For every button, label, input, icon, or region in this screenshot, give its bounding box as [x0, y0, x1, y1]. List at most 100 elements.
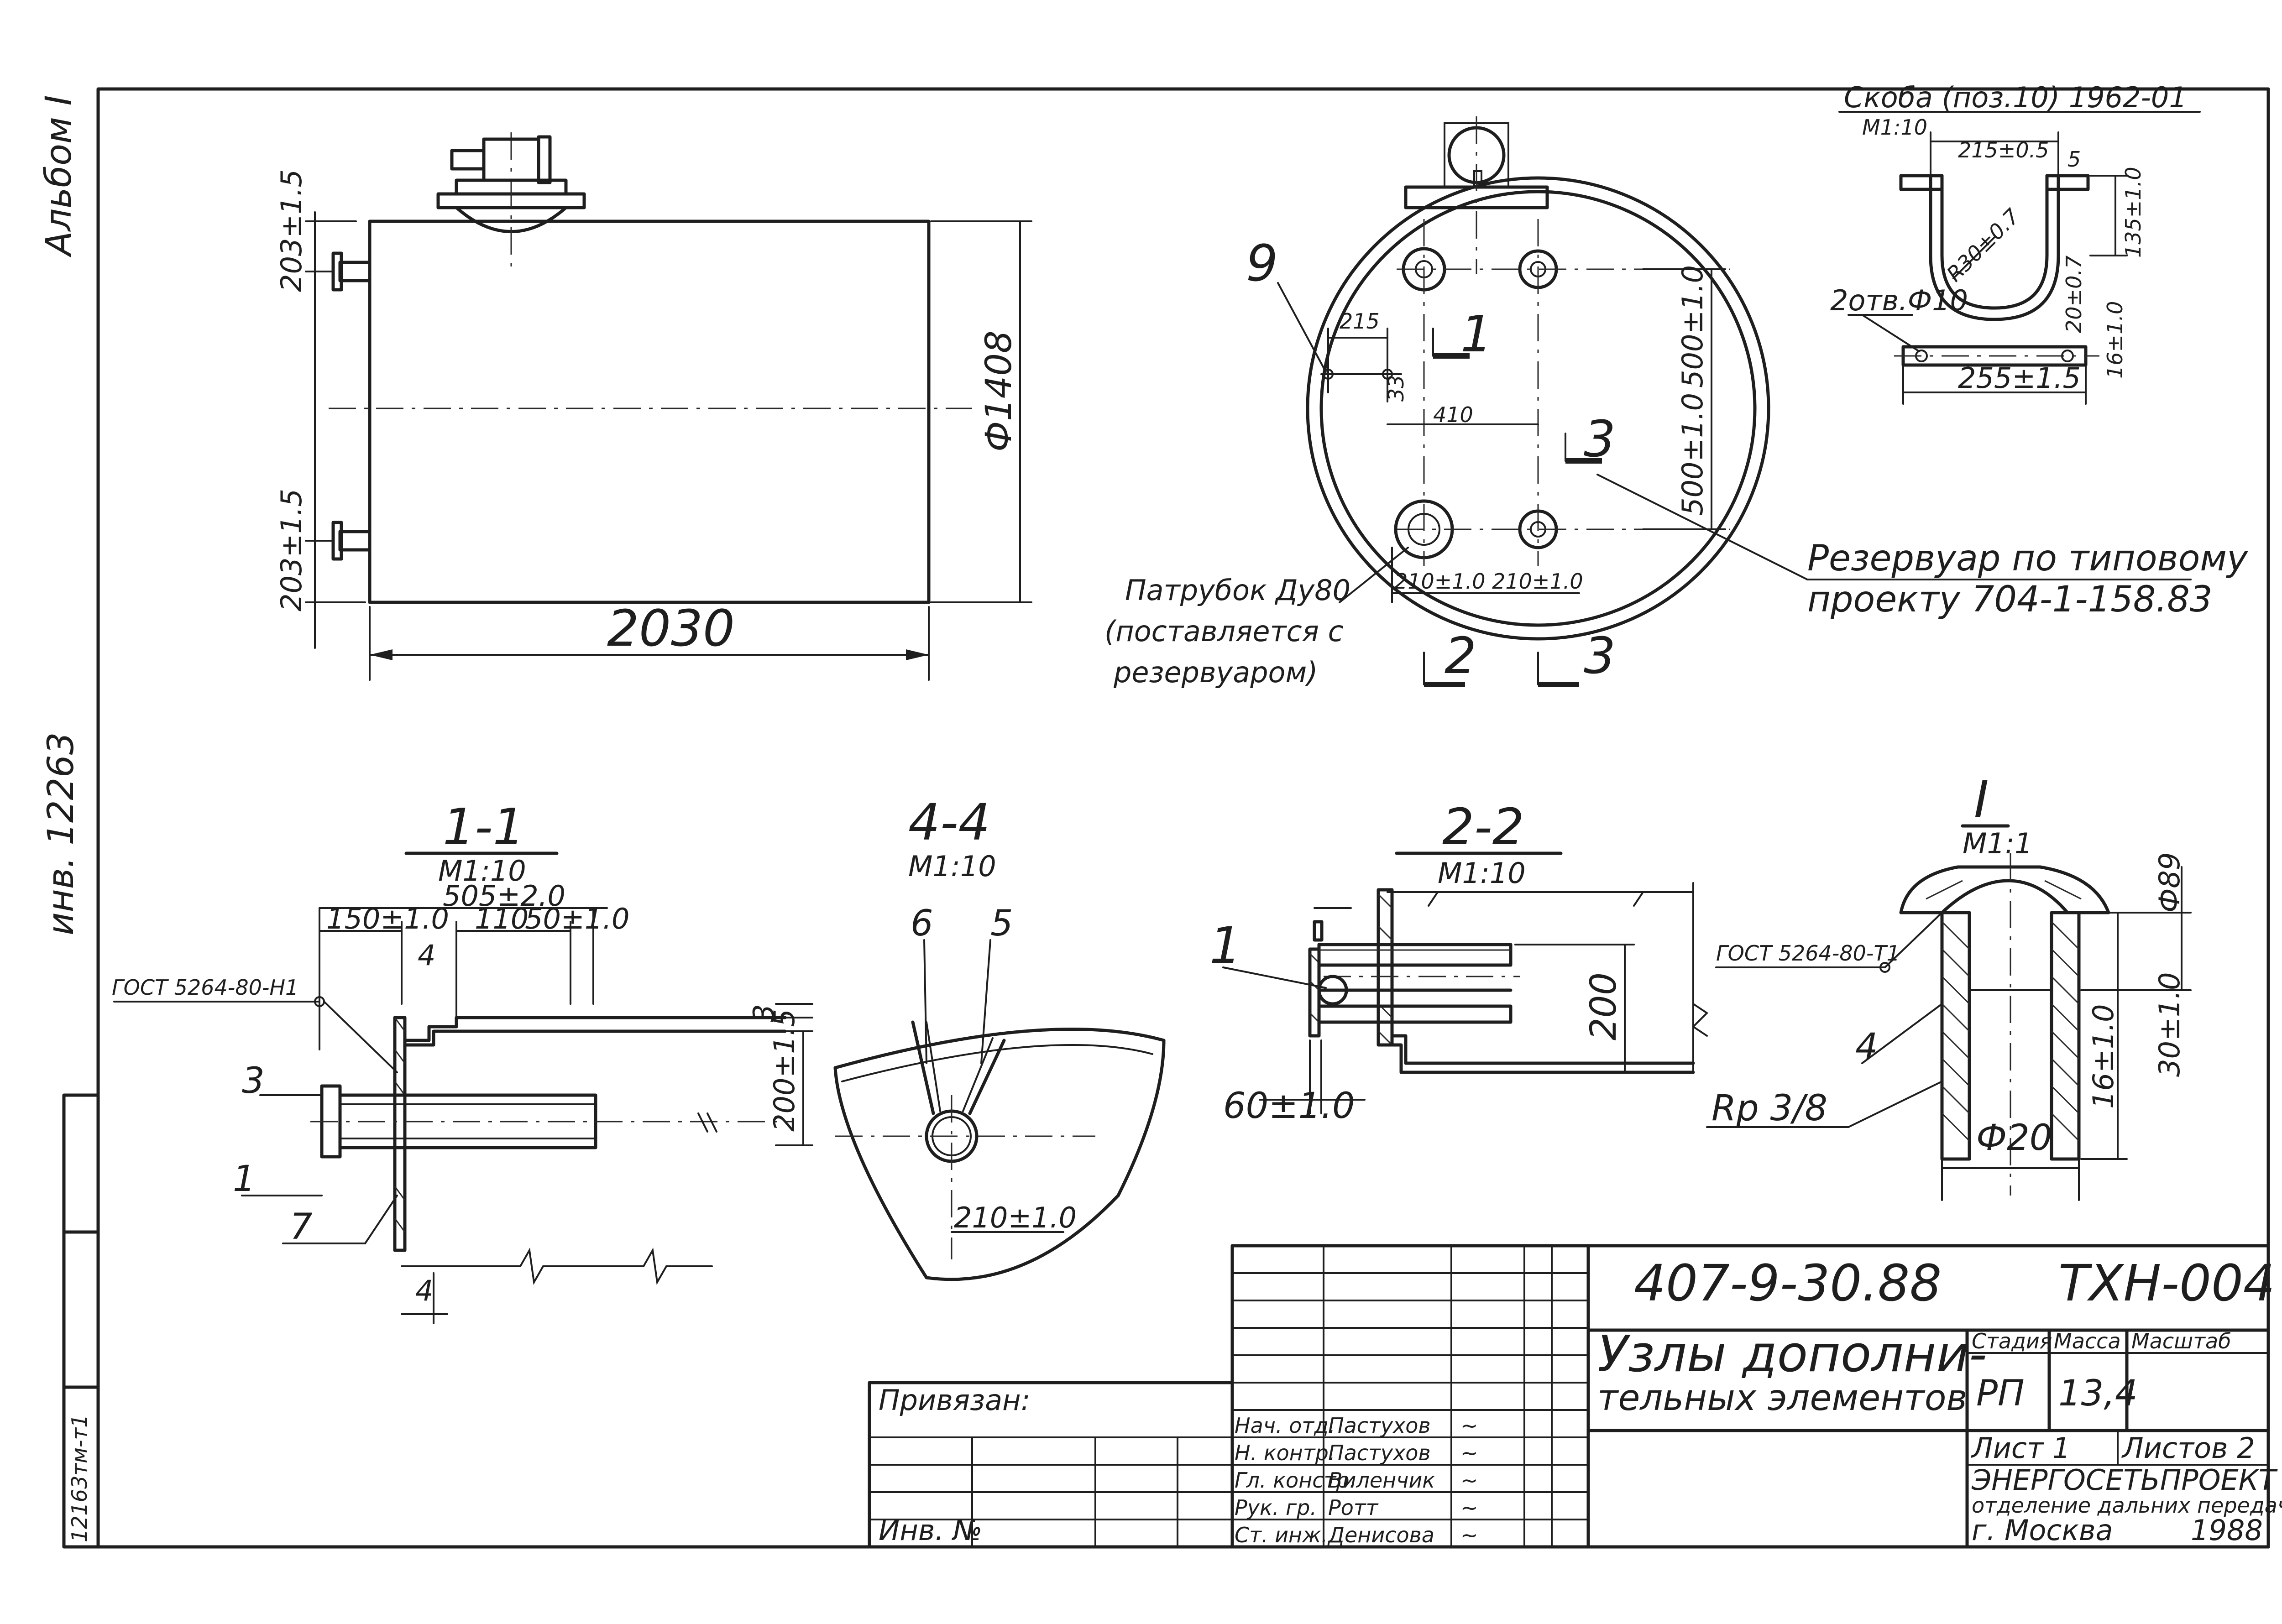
bracket-dim-5: 5 [2067, 147, 2081, 172]
nozzle-note-line2: (поставляется с [1104, 615, 1344, 648]
title-stage: РП [1976, 1373, 2025, 1414]
s44-callout-6: 6 [911, 903, 933, 944]
section-4-4-scale: М1:10 [908, 850, 996, 883]
end-dim-500-top: 500±1.0 [1676, 265, 1709, 388]
bracket-dim-135: 135±1.0 [2121, 167, 2146, 258]
tank-side-view [305, 132, 1032, 681]
callout-9: 9 [1246, 234, 1278, 292]
tank-end-view [1277, 116, 2192, 687]
end-dim-500-bottom: 500±1.0 [1676, 393, 1709, 516]
title-org-3: г. Москва [1972, 1514, 2113, 1547]
s11-dim-3: 3 [747, 1004, 780, 1022]
s11-dim-150: 150±1.0 [326, 902, 449, 935]
detail-I-dim-30: 30±1.0 [2153, 972, 2186, 1077]
role-0: Нач. отд. [1235, 1413, 1335, 1438]
title-sheet: Лист 1 [1971, 1431, 2070, 1465]
cut-mark-1: 1 [1460, 305, 1492, 363]
role-sign-1: ~ [1460, 1441, 1478, 1465]
role-sign-0: ~ [1460, 1413, 1478, 1438]
detail-I-scale: М1:1 [1963, 827, 2032, 860]
section-2-2-title: 2-2 [1442, 798, 1524, 856]
title-drawing-line1: Узлы дополни- [1597, 1325, 1987, 1383]
s11-dim-110: 110 [475, 902, 529, 935]
dim-tank-length: 2030 [607, 599, 735, 658]
title-sheet-code: ТХН-004 [2058, 1254, 2275, 1312]
role-2: Гл. констр. [1235, 1468, 1356, 1493]
s22-callout-1: 1 [1209, 916, 1241, 975]
detail-I-gost: ГОСТ 5264-80-Т1 [1716, 941, 1900, 966]
s11-callout-1: 1 [233, 1159, 256, 1200]
role-name-3: Ротт [1328, 1495, 1379, 1520]
detail-I-callout-4: 4 [1855, 1026, 1878, 1067]
end-dim-410: 410 [1433, 402, 1473, 427]
role-sign-4: ~ [1460, 1523, 1478, 1547]
detail-I [1706, 824, 2192, 1201]
bracket-view [1838, 111, 2201, 405]
section-2-2-scale: М1:10 [1438, 856, 1526, 890]
section-2-2 [1222, 851, 1709, 1114]
bracket-dim-16: 16±1.0 [2103, 301, 2127, 379]
title-drawing-line2: тельных элементов [1597, 1378, 1967, 1419]
dim-top-nozzle: 203±1.5 [275, 169, 308, 292]
title-org-2: отделение дальних передач [1972, 1493, 2282, 1518]
role-name-4: Денисова [1327, 1523, 1434, 1547]
title-header-mass: Масса [2054, 1329, 2121, 1353]
role-sign-2: ~ [1460, 1468, 1478, 1493]
role-name-0: Пастухов [1328, 1413, 1431, 1438]
detail-I-dim-16: 16±1.0 [2087, 1004, 2120, 1109]
dim-bottom-nozzle: 203±1.5 [275, 489, 308, 611]
role-1: Н. контр. [1235, 1441, 1335, 1465]
s11-callout-3: 3 [242, 1060, 265, 1102]
nozzle-note-line3: резервуаром) [1113, 656, 1318, 689]
detail-I-dim-20: Ф20 [1976, 1117, 2052, 1159]
title-header-stage: Стадия [1972, 1329, 2052, 1353]
bracket-title: Скоба (поз.10) 1962-01 [1844, 81, 2187, 114]
signature-rows: Нач. отд. Пастухов ~ Н. контр. Пастухов … [1235, 1413, 1478, 1547]
s44-dim-210: 210±1.0 [954, 1201, 1077, 1234]
s11-callout-7: 7 [290, 1206, 313, 1248]
title-header-scale: Масштаб [2131, 1329, 2231, 1353]
role-3: Рук. гр. [1235, 1495, 1317, 1520]
title-project-code: 407-9-30.88 [1634, 1254, 1942, 1312]
left-stamp: 12163тм-т1 [67, 1415, 92, 1543]
bracket-dim-255: 255±1.5 [1958, 361, 2081, 395]
end-dim-210: 210±1.0 210±1.0 [1394, 569, 1583, 594]
detail-I-thread: Rр 3/8 [1712, 1088, 1827, 1129]
tank-note-line1: Резервуар по типовому [1807, 538, 2249, 579]
s22-dim-60: 60±1.0 [1223, 1086, 1355, 1127]
section-4-4 [833, 939, 1166, 1281]
nozzle-note-line1: Патрубок Ду80 [1125, 574, 1350, 607]
role-name-2: Виленчик [1328, 1468, 1435, 1493]
s11-dim-4: 4 [418, 939, 435, 972]
s11-dim-50: 50±1.0 [525, 902, 629, 935]
section-4-4-title: 4-4 [908, 793, 990, 851]
s11-gost: ГОСТ 5264-80-Н1 [112, 975, 298, 1000]
s11-dim-200: 200±1.5 [768, 1009, 801, 1132]
detail-I-title: I [1974, 770, 1989, 829]
end-dim-33: 33 [1384, 375, 1408, 402]
section-1-1 [113, 851, 813, 1324]
cut-mark-3b: 3 [1584, 627, 1616, 685]
role-name-1: Пастухов [1328, 1441, 1431, 1465]
bracket-dim-20: 20±0.7 [2062, 256, 2086, 333]
tank-note-line2: проекту 704-1-158.83 [1807, 579, 2212, 620]
title-mass: 13,4 [2058, 1373, 2138, 1414]
section-1-1-title: 1-1 [443, 798, 525, 856]
end-dim-215: 215 [1340, 309, 1380, 334]
s22-dim-200: 200 [1583, 972, 1624, 1040]
title-org-1: ЭНЕРГОСЕТЬПРОЕКТ [1971, 1463, 2278, 1497]
bracket-scale: М1:10 [1862, 115, 1927, 140]
section-1-1-scale: М1:10 [438, 854, 526, 888]
title-sheets: Листов 2 [2121, 1431, 2255, 1465]
cut-mark-2: 2 [1445, 627, 1476, 685]
s44-callout-5: 5 [990, 903, 1013, 944]
album-note: Альбом I [38, 95, 79, 258]
detail-I-dim-89: Ф89 [2153, 852, 2186, 913]
role-4: Ст. инж. [1235, 1523, 1328, 1547]
dim-tank-diameter: Ф1408 [979, 330, 1020, 452]
bracket-dim-215: 215±0.5 [1958, 138, 2049, 162]
title-block [868, 1244, 2270, 1549]
title-year: 1988 [2191, 1514, 2263, 1547]
role-sign-3: ~ [1460, 1495, 1478, 1520]
